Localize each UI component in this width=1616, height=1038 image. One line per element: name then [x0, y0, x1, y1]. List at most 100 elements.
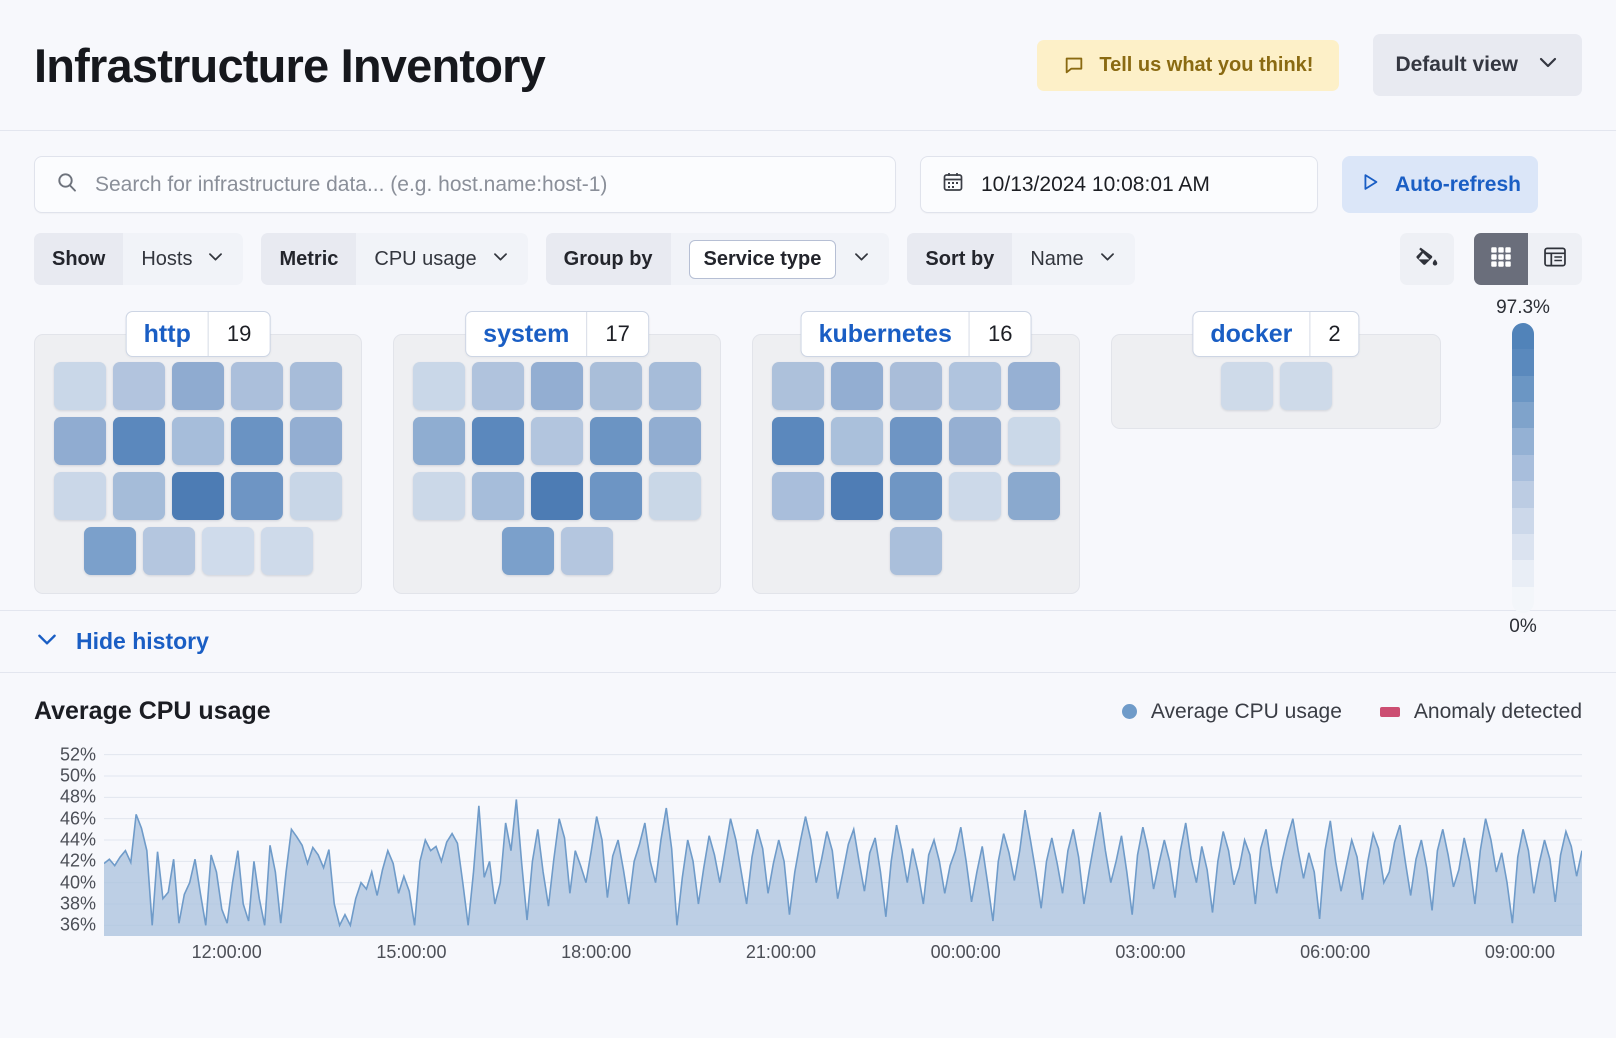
host-tile[interactable]	[413, 417, 465, 465]
group-count: 2	[1309, 312, 1358, 356]
legend-item-anomaly-detected[interactable]: Anomaly detected	[1380, 700, 1582, 724]
host-tile[interactable]	[772, 472, 824, 520]
host-tile[interactable]	[649, 417, 701, 465]
host-tile[interactable]	[472, 362, 524, 410]
chevron-down-icon	[1536, 50, 1560, 80]
host-tile[interactable]	[561, 527, 613, 575]
host-tile[interactable]	[949, 472, 1001, 520]
view-selector[interactable]: Default view	[1373, 34, 1582, 96]
host-tile[interactable]	[1008, 417, 1060, 465]
group-name: system	[466, 320, 586, 349]
host-tile[interactable]	[143, 527, 195, 575]
host-tile[interactable]	[172, 417, 224, 465]
grid-view-button[interactable]	[1474, 233, 1528, 285]
host-tile[interactable]	[472, 472, 524, 520]
group-body	[752, 334, 1080, 594]
y-axis-tick: 40%	[60, 872, 96, 893]
group-pill[interactable]: http19	[126, 311, 271, 357]
host-tile[interactable]	[1008, 472, 1060, 520]
x-axis-tick: 06:00:00	[1300, 942, 1370, 963]
host-tile[interactable]	[290, 472, 342, 520]
host-tile[interactable]	[831, 362, 883, 410]
host-tile[interactable]	[261, 527, 313, 575]
host-tile[interactable]	[472, 417, 524, 465]
host-tile[interactable]	[890, 362, 942, 410]
fill-color-button[interactable]	[1400, 233, 1454, 285]
hide-history-toggle[interactable]: Hide history	[0, 611, 1616, 673]
host-tile[interactable]	[1221, 362, 1273, 410]
groupby-select[interactable]: Service type	[671, 233, 890, 285]
host-tile[interactable]	[1008, 362, 1060, 410]
table-view-icon	[1542, 244, 1568, 275]
host-tile[interactable]	[54, 472, 106, 520]
host-tile[interactable]	[84, 527, 136, 575]
host-tile[interactable]	[890, 417, 942, 465]
host-tile[interactable]	[949, 417, 1001, 465]
host-tile[interactable]	[54, 417, 106, 465]
chart-area: 36%38%40%42%44%46%48%50%52% 12:00:0015:0…	[34, 744, 1582, 974]
search-input[interactable]: Search for infrastructure data... (e.g. …	[34, 156, 896, 213]
host-tile[interactable]	[831, 417, 883, 465]
host-tile[interactable]	[772, 417, 824, 465]
table-view-button[interactable]	[1528, 233, 1582, 285]
group-name: kubernetes	[802, 320, 969, 349]
legend-item-average-cpu-usage[interactable]: Average CPU usage	[1122, 700, 1342, 724]
legend-marker-square	[1380, 707, 1400, 717]
host-tile[interactable]	[290, 417, 342, 465]
host-tile[interactable]	[54, 362, 106, 410]
legend-step	[1512, 534, 1534, 560]
chevron-down-icon	[34, 626, 60, 657]
groupby-value: Service type	[689, 240, 837, 279]
group-name: http	[127, 320, 208, 349]
x-axis-tick: 03:00:00	[1115, 942, 1185, 963]
group-pill[interactable]: docker2	[1192, 311, 1359, 357]
host-tile[interactable]	[231, 417, 283, 465]
date-picker[interactable]: 10/13/2024 10:08:01 AM	[920, 156, 1318, 213]
auto-refresh-button[interactable]: Auto-refresh	[1342, 156, 1538, 213]
host-tile[interactable]	[172, 472, 224, 520]
y-axis: 36%38%40%42%44%46%48%50%52%	[34, 744, 96, 936]
x-axis-tick: 21:00:00	[746, 942, 816, 963]
host-tile[interactable]	[172, 362, 224, 410]
host-tile[interactable]	[113, 417, 165, 465]
host-tile[interactable]	[502, 527, 554, 575]
host-tile[interactable]	[590, 362, 642, 410]
feedback-button[interactable]: Tell us what you think!	[1037, 40, 1339, 91]
host-tile[interactable]	[949, 362, 1001, 410]
host-tile[interactable]	[202, 527, 254, 575]
group-pill[interactable]: kubernetes16	[801, 311, 1032, 357]
host-tile[interactable]	[1280, 362, 1332, 410]
x-axis-tick: 00:00:00	[931, 942, 1001, 963]
legend-max-value: 97.3%	[1488, 297, 1558, 319]
host-tile[interactable]	[531, 472, 583, 520]
host-tile[interactable]	[413, 362, 465, 410]
host-tile[interactable]	[831, 472, 883, 520]
metric-select[interactable]: CPU usage	[356, 233, 527, 285]
host-tile[interactable]	[649, 362, 701, 410]
host-tile[interactable]	[231, 472, 283, 520]
host-tile[interactable]	[113, 362, 165, 410]
host-tile[interactable]	[413, 472, 465, 520]
group-http: http19	[34, 311, 362, 594]
host-tile[interactable]	[649, 472, 701, 520]
show-select[interactable]: Hosts	[123, 233, 243, 285]
host-tile[interactable]	[890, 527, 942, 575]
host-tile[interactable]	[531, 362, 583, 410]
host-tile[interactable]	[772, 362, 824, 410]
legend-step	[1512, 455, 1534, 481]
host-tile[interactable]	[113, 472, 165, 520]
legend-gradient	[1512, 323, 1534, 613]
legend-step	[1512, 323, 1534, 349]
chevron-down-icon	[491, 247, 510, 272]
y-axis-tick: 36%	[60, 915, 96, 936]
sortby-select[interactable]: Name	[1012, 233, 1134, 285]
legend-step	[1512, 481, 1534, 507]
host-tile[interactable]	[590, 417, 642, 465]
host-tile[interactable]	[531, 417, 583, 465]
host-tile[interactable]	[590, 472, 642, 520]
host-tile[interactable]	[890, 472, 942, 520]
host-tile[interactable]	[290, 362, 342, 410]
host-tile[interactable]	[231, 362, 283, 410]
group-pill[interactable]: system17	[465, 311, 649, 357]
hide-history-label: Hide history	[76, 628, 209, 655]
